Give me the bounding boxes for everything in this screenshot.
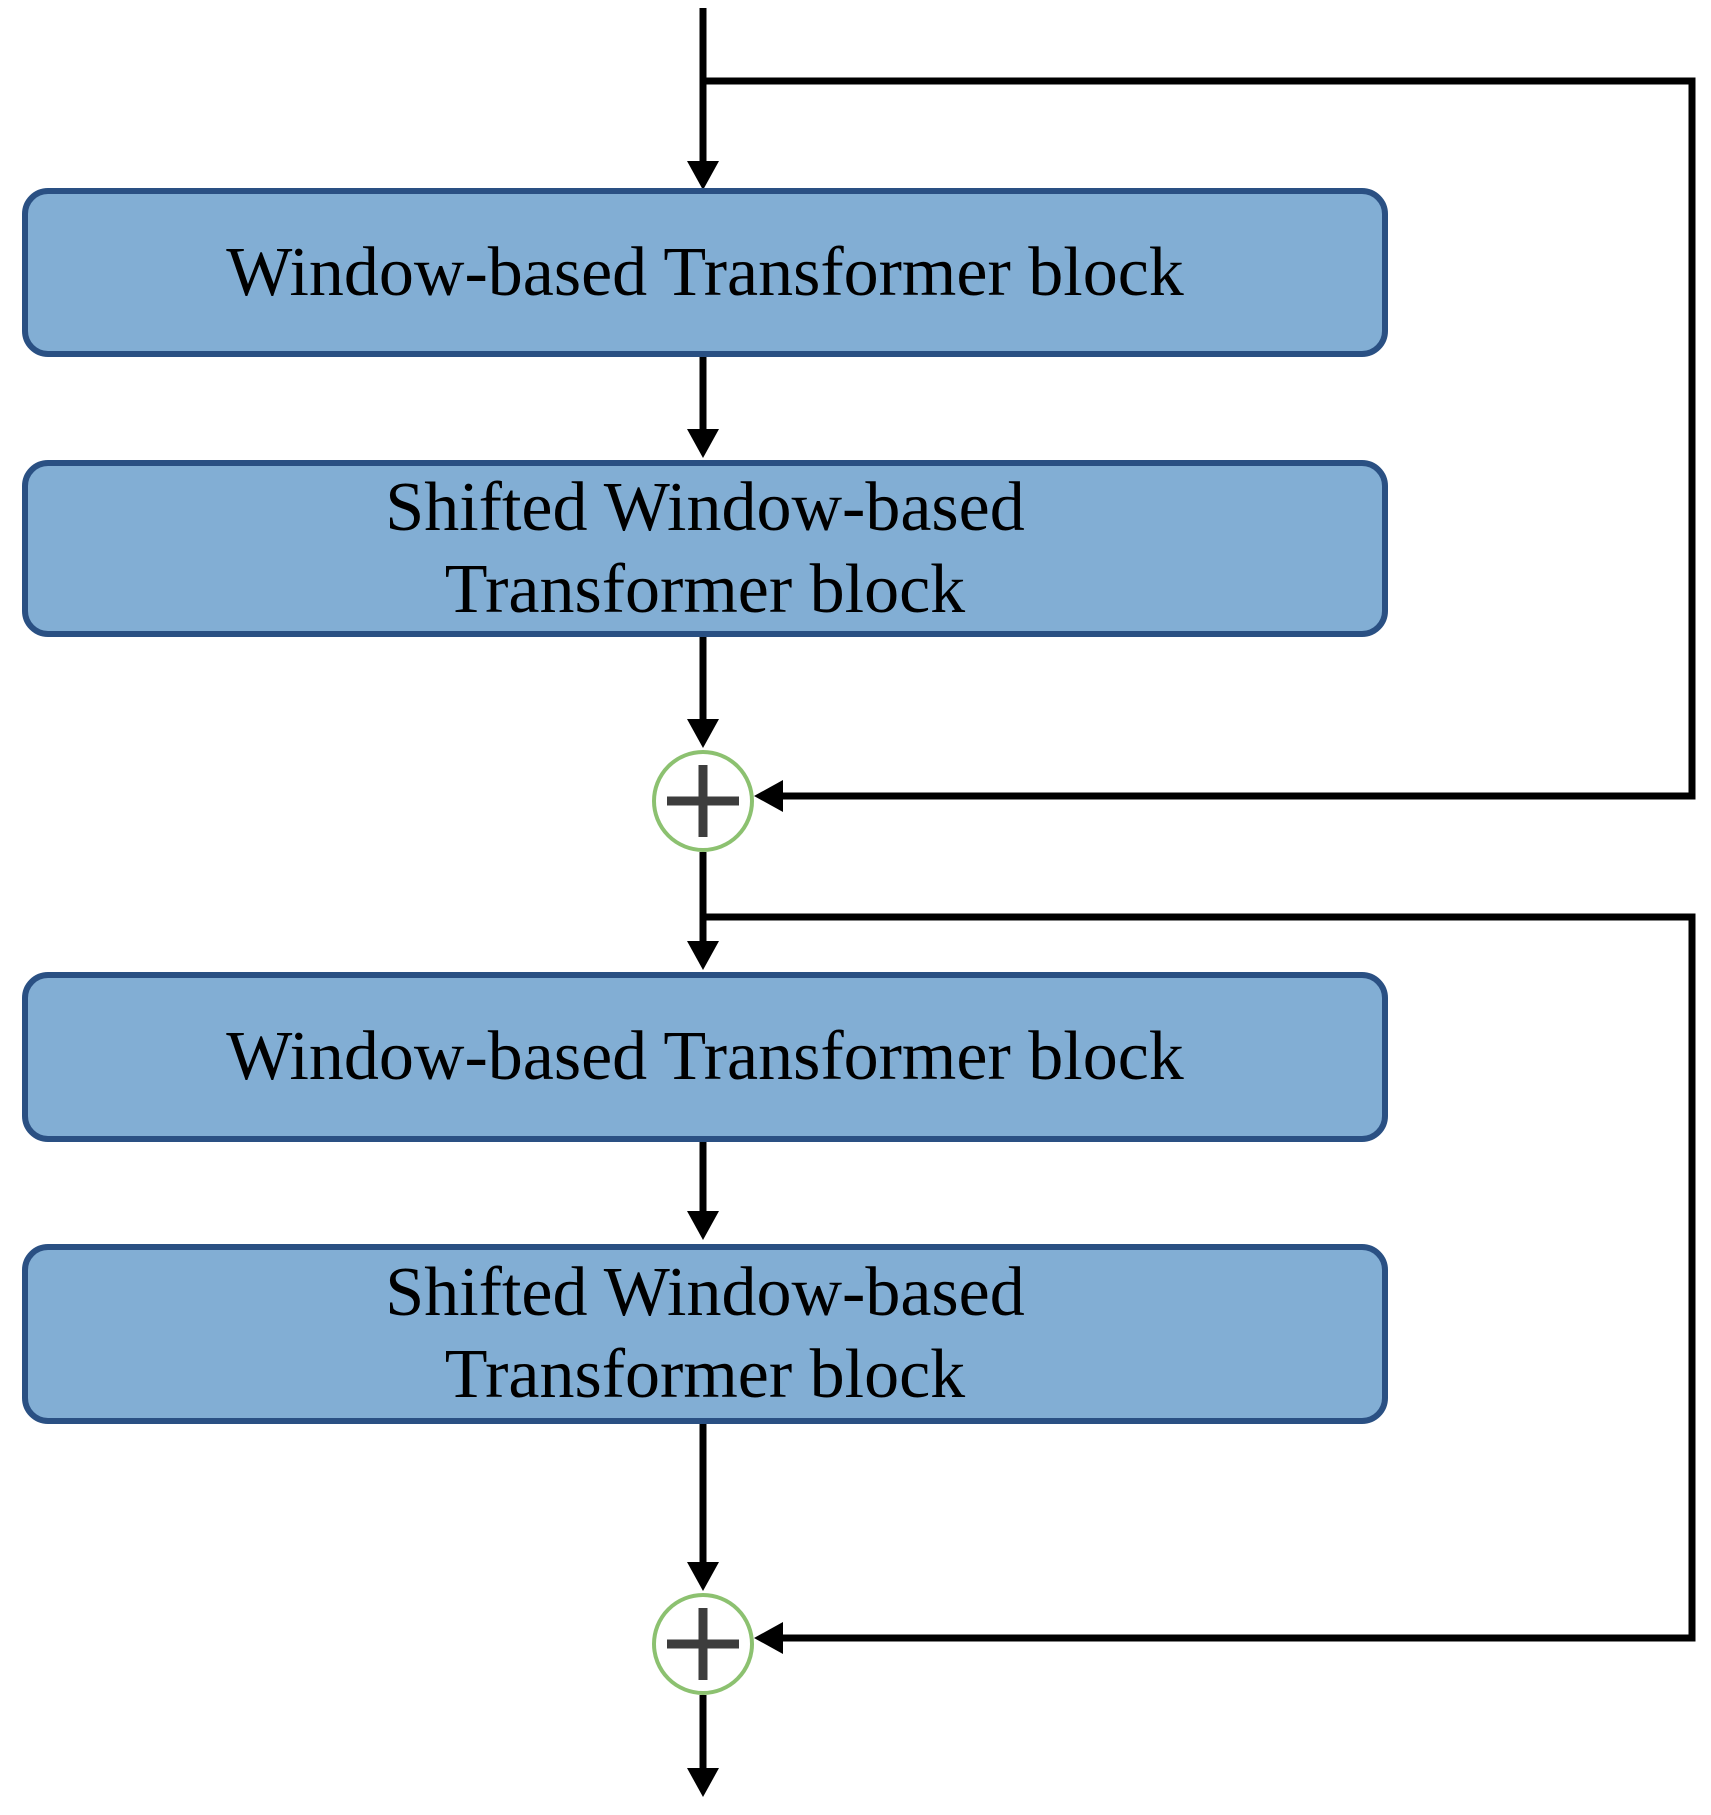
plus-icon <box>667 765 739 837</box>
arrowhead-left-icon <box>754 780 783 812</box>
block-shifted-window-transformer-1: Shifted Window-based Transformer block <box>22 460 1388 637</box>
arrowhead-down-icon <box>687 1562 719 1591</box>
block-label-line-1: Shifted Window-based <box>385 1254 1025 1331</box>
arrow-block1-to-block2 <box>687 357 719 458</box>
skip-2-line <box>703 913 1696 1642</box>
adder-2 <box>652 1593 754 1695</box>
arrowhead-down-icon <box>687 1768 719 1797</box>
arrow-block4-to-adder2 <box>687 1424 719 1591</box>
block-shifted-window-transformer-2: Shifted Window-based Transformer block <box>22 1244 1388 1424</box>
block-label-line-2: Transformer block <box>444 550 966 628</box>
arrow-adder1-to-block3 <box>687 852 719 970</box>
adder-1 <box>652 750 754 852</box>
arrowhead-down-icon <box>687 429 719 458</box>
skip-1-line <box>703 77 1696 800</box>
arrowhead-down-icon <box>687 719 719 748</box>
block-window-transformer-2: Window-based Transformer block <box>22 972 1388 1142</box>
arrowhead-down-icon <box>687 941 719 970</box>
plus-icon <box>667 1608 739 1680</box>
skip-connection-1 <box>703 77 1696 812</box>
block-label: Window-based Transformer block <box>226 233 1184 311</box>
arrowhead-down-icon <box>687 1211 719 1240</box>
arrowhead-left-icon <box>754 1622 783 1654</box>
block-label: Window-based Transformer block <box>226 1018 1184 1095</box>
block-label-line-1: Shifted Window-based <box>385 468 1025 546</box>
skip-connection-2 <box>703 913 1696 1654</box>
arrow-block2-to-adder1 <box>687 637 719 748</box>
block-window-transformer-1: Window-based Transformer block <box>22 188 1388 357</box>
arrowhead-down-icon <box>687 161 719 190</box>
arrow-block3-to-block4 <box>687 1142 719 1240</box>
block-label-line-2: Transformer block <box>444 1336 966 1413</box>
output-arrow <box>687 1695 719 1797</box>
input-arrow <box>687 8 719 190</box>
